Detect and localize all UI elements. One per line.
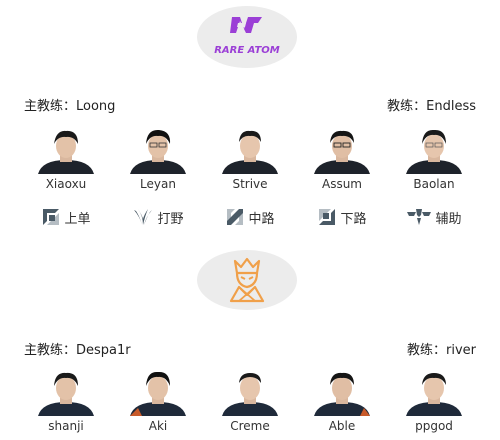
- player-card: Leyan: [114, 128, 202, 192]
- role-jungle: 打野: [114, 207, 202, 227]
- mid-lane-icon: [227, 209, 244, 225]
- role-legend: 上单 打野 中路 下路 辅助: [22, 207, 478, 227]
- player-name: Strive: [232, 177, 268, 191]
- player-card: Able: [298, 370, 386, 434]
- role-support-label: 辅助: [435, 211, 462, 227]
- player-card: Strive: [206, 128, 294, 192]
- player-avatar: [34, 128, 98, 174]
- role-mid-label: 中路: [248, 211, 275, 227]
- team2-coach-row: 主教练：Despa1r 教练：river: [24, 339, 476, 359]
- player-name: Xiaoxu: [45, 177, 87, 191]
- team2-head-coach: 主教练：Despa1r: [24, 343, 131, 358]
- player-name: Leyan: [140, 177, 176, 191]
- role-support: 辅助: [390, 207, 478, 227]
- role-top-label: 上单: [64, 211, 91, 227]
- player-avatar: [218, 370, 282, 416]
- top-lane-icon: [43, 209, 60, 225]
- role-bot: 下路: [298, 207, 386, 227]
- player-name: ppgod: [415, 419, 453, 433]
- team2-coach: 教练：river: [407, 343, 476, 358]
- player-name: Assum: [321, 177, 362, 191]
- team1-head-coach: 主教练：Loong: [24, 99, 116, 114]
- rare-atom-logo-text: RARE ATOM: [214, 45, 280, 56]
- player-avatar: [126, 370, 190, 416]
- player-name: Able: [328, 419, 356, 433]
- team1-coach-row: 主教练：Loong 教练：Endless: [24, 95, 476, 115]
- player-card: shanji: [22, 370, 110, 434]
- player-name: Baolan: [413, 177, 455, 191]
- player-card: Xiaoxu: [22, 128, 110, 192]
- role-bot-label: 下路: [340, 211, 367, 227]
- player-avatar: [34, 370, 98, 416]
- team2-logo: [197, 250, 297, 310]
- team1-player-list: Xiaoxu Leyan Strive: [22, 128, 478, 192]
- bot-lane-icon: [319, 209, 336, 225]
- player-avatar: [310, 128, 374, 174]
- player-avatar: [218, 128, 282, 174]
- player-name: Creme: [230, 419, 270, 433]
- player-card: ppgod: [390, 370, 478, 434]
- role-top: 上单: [22, 207, 110, 227]
- team1-coach: 教练：Endless: [387, 99, 476, 114]
- jungle-icon: [134, 209, 153, 225]
- player-name: shanji: [48, 419, 84, 433]
- role-jungle-label: 打野: [157, 211, 184, 227]
- player-avatar: [402, 370, 466, 416]
- player-card: Creme: [206, 370, 294, 434]
- player-avatar: [126, 128, 190, 174]
- support-icon: [407, 209, 432, 225]
- player-card: Assum: [298, 128, 386, 192]
- rare-atom-logo: RARE ATOM: [197, 6, 297, 68]
- player-card: Baolan: [390, 128, 478, 192]
- player-name: Aki: [148, 419, 168, 433]
- team2-player-list: shanji Aki Creme: [22, 370, 478, 434]
- role-mid: 中路: [206, 207, 294, 227]
- player-avatar: [310, 370, 374, 416]
- player-card: Aki: [114, 370, 202, 434]
- player-avatar: [402, 128, 466, 174]
